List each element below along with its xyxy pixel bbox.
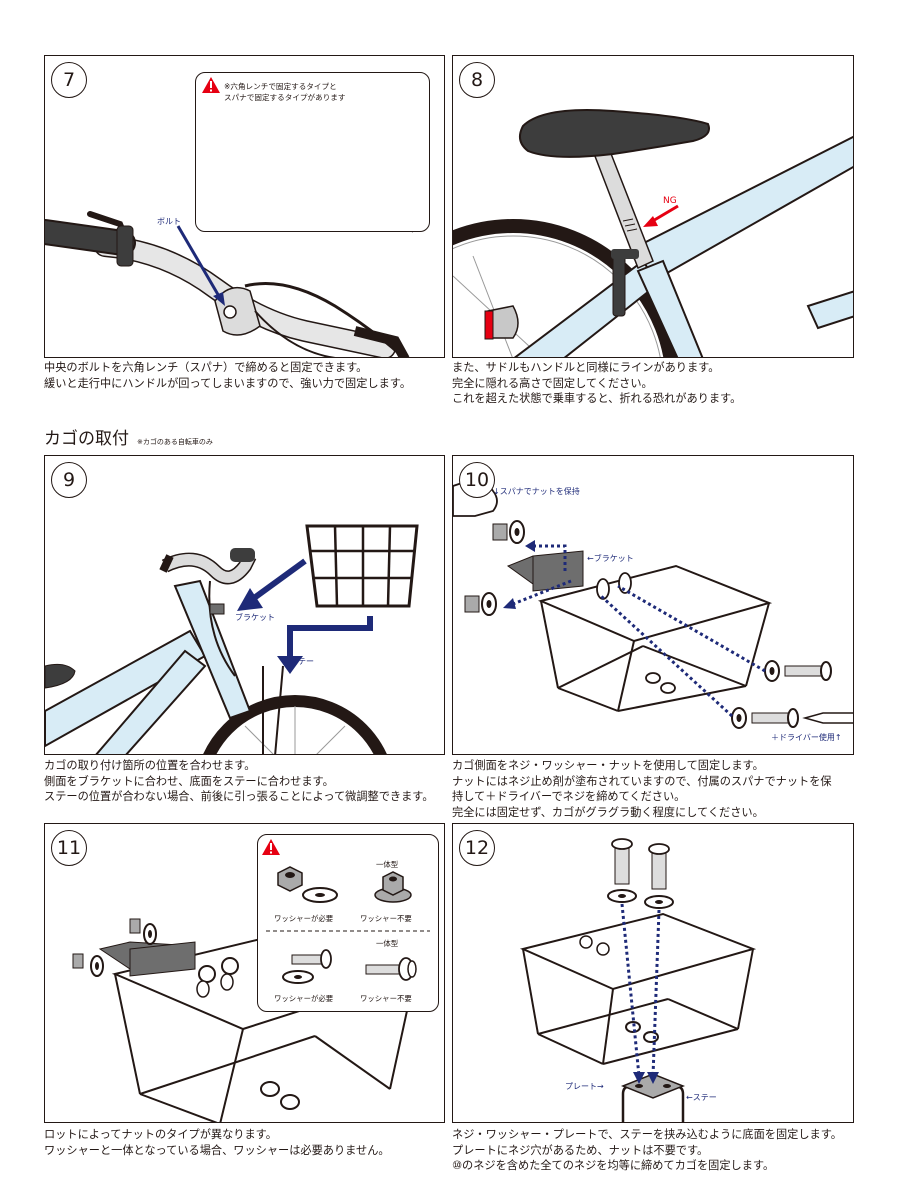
step-number: 7 xyxy=(51,62,87,98)
spanner-label: ↓スパナでナットを保持 xyxy=(493,487,580,496)
stay-label: ←ステー xyxy=(686,1093,717,1102)
basket-position-illustration xyxy=(45,524,419,754)
nut-type-box: 一体型 ワッシャーが必要 ワッシャー不要 一体型 ワッシャーが必要 ワッシャー不… xyxy=(257,834,439,1012)
tool-note-box: ※六角レンチで固定するタイプとスパナで固定するタイプがあります xyxy=(195,72,430,232)
washer-needed-label-2: ワッシャーが必要 xyxy=(274,994,334,1003)
ng-label: NG xyxy=(663,196,677,206)
section-note: ※カゴのある自転車のみ xyxy=(137,438,213,446)
side-fixing-illustration xyxy=(453,474,853,729)
step-11-panel: 11 xyxy=(44,823,445,1123)
step-number: 11 xyxy=(51,830,87,866)
integrated-label-2: 一体型 xyxy=(376,939,399,948)
step-10-caption: カゴ側面をネジ・ワッシャー・ナットを使用して固定します。ナットにはネジ止め剤が塗… xyxy=(452,759,832,819)
bottom-fixing-illustration xyxy=(519,838,757,1122)
step-11-caption: ロットによってナットのタイプが異なります。ワッシャーと一体となっている場合、ワッ… xyxy=(44,1128,390,1157)
tool-note-text: ※六角レンチで固定するタイプとスパナで固定するタイプがあります xyxy=(224,82,346,102)
washer-not-needed-label-1: ワッシャー不要 xyxy=(360,914,412,923)
driver-label: ＋ドライバー使用↑ xyxy=(771,733,842,742)
step-9-caption: カゴの取り付け箇所の位置を合わせます。側面をブラケットに合わせ、底面をステーに合… xyxy=(44,759,434,803)
step-number: 9 xyxy=(51,462,87,498)
step-8-caption: また、サドルもハンドルと同様にラインがあります。完全に隠れる高さで固定してくださ… xyxy=(452,361,742,405)
plate-label: プレート→ xyxy=(565,1082,604,1091)
section-title: カゴの取付※カゴのある自転車のみ xyxy=(44,429,213,449)
bracket-label: ブラケット xyxy=(235,613,275,622)
washer-needed-label-1: ワッシャーが必要 xyxy=(274,914,334,923)
step-number: 12 xyxy=(459,830,495,866)
step-number: 8 xyxy=(459,62,495,98)
integrated-label-1: 一体型 xyxy=(376,860,399,869)
step-7-caption: 中央のボルトを六角レンチ（スパナ）で締めると固定できます。緩いと走行中にハンドル… xyxy=(44,361,412,390)
step-10-panel: 10 xyxy=(452,455,854,755)
step-12-caption: ネジ・ワッシャー・プレートで、ステーを挟み込むように底面を固定します。プレートに… xyxy=(452,1128,842,1172)
step-9-panel: 9 ブラケット ステー xyxy=(44,455,445,755)
saddle-illustration xyxy=(453,109,853,357)
step-number: 10 xyxy=(459,462,495,498)
nut-washer-icons xyxy=(266,866,430,984)
step-12-panel: 12 プレート→ ←ステー xyxy=(452,823,854,1123)
washer-not-needed-label-2: ワッシャー不要 xyxy=(360,994,412,1003)
step-7-panel: 7 ※六角レンチで固定するタイプとスパナで固定するタ xyxy=(44,55,445,358)
bolt-label: ボルト xyxy=(157,217,181,226)
stay-label: ステー xyxy=(290,657,314,666)
step-8-panel: 8 NG xyxy=(452,55,854,358)
warning-icon xyxy=(262,839,280,855)
warning-icon xyxy=(202,77,220,93)
bracket-label: ←ブラケット xyxy=(587,554,634,563)
